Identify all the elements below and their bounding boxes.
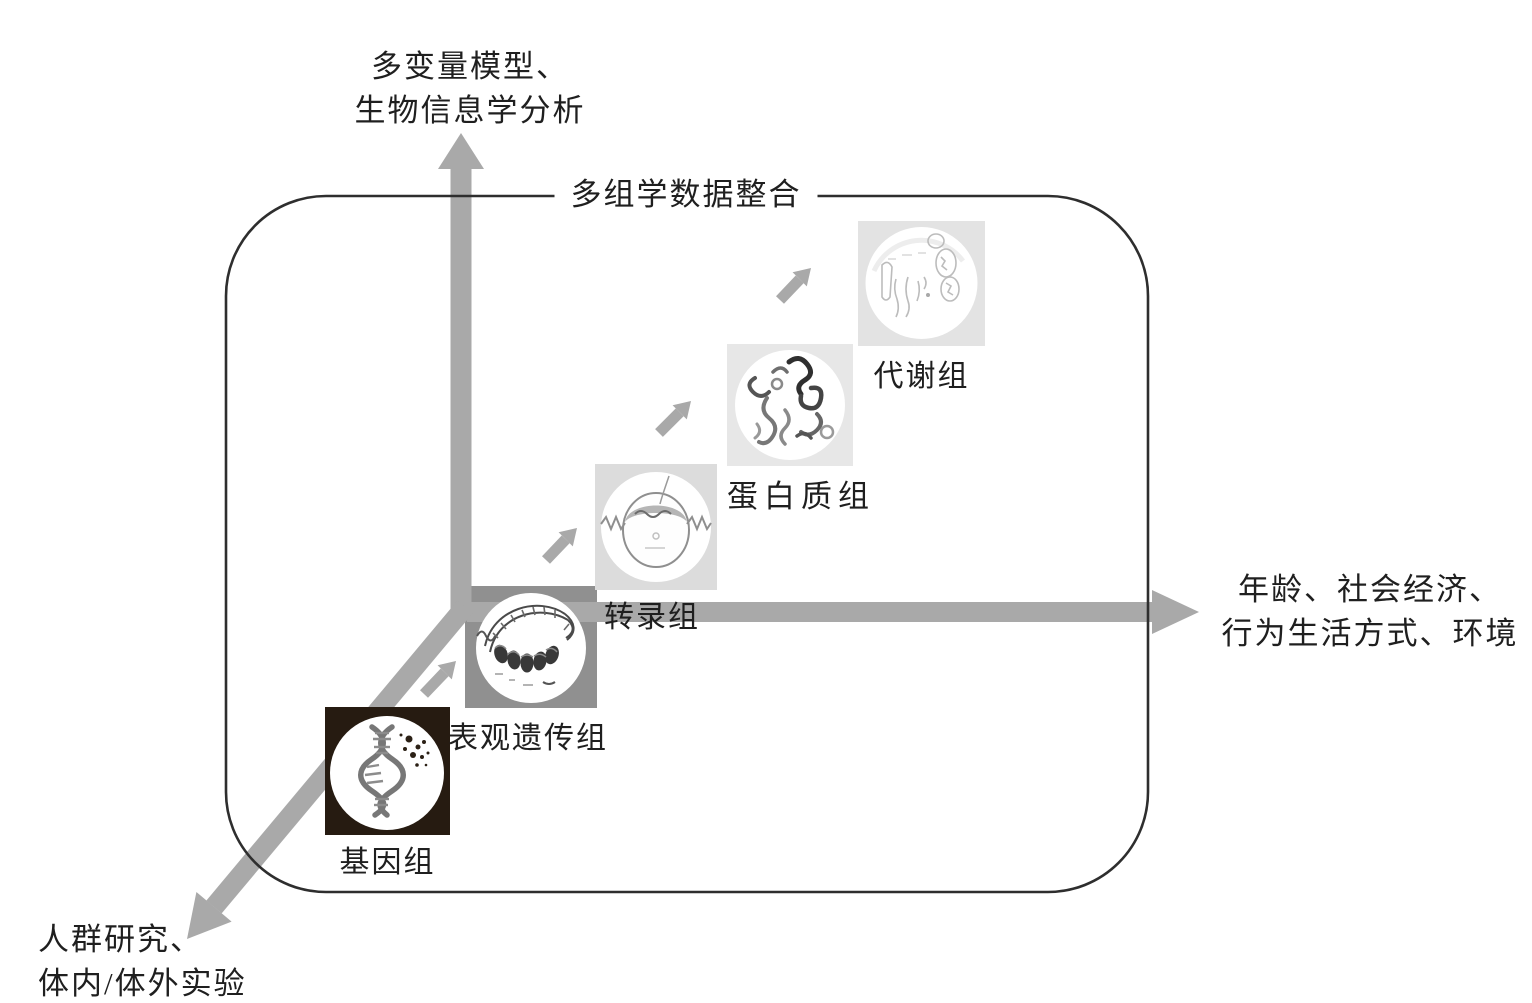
z-axis-label: 人群研究、 体内/体外实验 xyxy=(38,918,247,1003)
metabolome-image xyxy=(858,221,985,346)
genome-label: 基因组 xyxy=(339,846,436,879)
y-axis-label: 多变量模型、 生物信息学分析 xyxy=(330,45,610,133)
genome-image xyxy=(325,707,450,835)
metabolite-sphere-icon xyxy=(865,227,978,339)
x-axis-arrow xyxy=(467,590,1199,634)
proteome-label: 蛋白质组 xyxy=(727,479,875,514)
x-axis-label-line1: 年龄、社会经济、 xyxy=(1238,572,1502,607)
step-up-arrow-3 xyxy=(655,401,691,437)
y-axis-arrow xyxy=(438,133,484,616)
nucleus-shape xyxy=(625,505,687,522)
epigenome-image xyxy=(465,586,597,708)
step-up-arrow-4 xyxy=(776,268,811,304)
snp-dots xyxy=(399,733,430,767)
cell-rna-icon xyxy=(600,472,712,582)
dna-helix-icon xyxy=(330,716,444,830)
x-axis-label-line2: 行为生活方式、环境 xyxy=(1221,616,1519,651)
step-up-arrow-2 xyxy=(542,528,577,564)
proteome-image xyxy=(727,344,853,466)
step-up-arrow-1 xyxy=(420,661,456,698)
epigenome-label: 表观遗传组 xyxy=(448,722,608,755)
x-axis-label: 年龄、社会经济、 行为生活方式、环境 xyxy=(1208,568,1532,656)
protein-ribbons-icon xyxy=(735,350,845,460)
nucleosome-dna-icon xyxy=(476,593,586,703)
transcriptome-label: 转录组 xyxy=(604,601,700,634)
metabolome-label: 代谢组 xyxy=(873,360,970,393)
y-axis-label-line1: 多变量模型、 xyxy=(371,49,569,84)
histone-beads xyxy=(494,644,559,673)
y-axis-label-line2: 生物信息学分析 xyxy=(354,93,586,128)
integration-box-title: 多组学数据整合 xyxy=(554,177,818,213)
transcriptome-image xyxy=(595,464,717,590)
z-axis-label-line2: 体内/体外实验 xyxy=(38,966,247,1001)
z-axis-label-line1: 人群研究、 xyxy=(38,922,203,957)
